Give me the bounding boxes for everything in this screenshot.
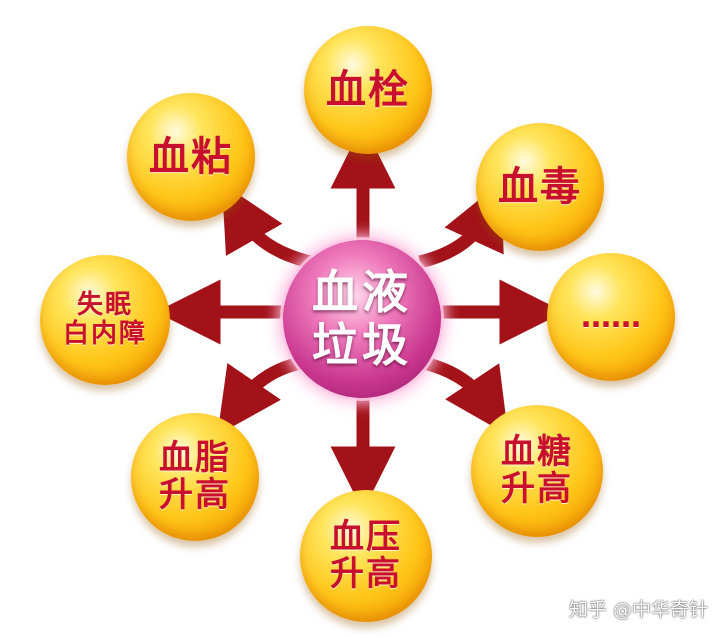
node-more: …… xyxy=(547,253,675,381)
center-line2: 垃圾 xyxy=(312,318,412,372)
center-line1: 血液 xyxy=(312,265,412,320)
node-insomnia-label: 失眠 xyxy=(76,290,133,321)
node-blood-viscosity: 血粘 xyxy=(127,93,255,221)
node-blood-clot: 血栓 xyxy=(304,26,432,154)
watermark: 知乎 @中华奇针 xyxy=(568,599,708,621)
node-blood-pressure-rise-label: 升高 xyxy=(330,554,402,594)
arrow-to-bottom-right xyxy=(418,355,509,436)
node-insomnia-cataract: 失眠 白内障 xyxy=(40,255,170,385)
arrow-to-bottom-left xyxy=(217,355,307,436)
node-blood-clot-label: 血栓 xyxy=(326,67,410,113)
arrow-to-top-right xyxy=(418,181,504,269)
node-blood-pressure-rise: 血压 升高 xyxy=(300,490,432,622)
center-blood-waste: 血液 垃圾 xyxy=(283,240,441,398)
node-blood-sugar-label: 血糖 xyxy=(501,431,573,472)
node-blood-lipid-rise: 血脂 升高 xyxy=(131,413,259,541)
node-blood-viscosity-label: 血粘 xyxy=(149,134,233,180)
node-blood-toxin: 血毒 xyxy=(476,123,604,251)
node-cataract-label: 白内障 xyxy=(62,319,147,349)
node-more-label: …… xyxy=(581,299,641,335)
node-blood-toxin-label: 血毒 xyxy=(498,164,582,210)
node-blood-pressure-label: 血压 xyxy=(330,516,402,557)
arrow-to-top-left xyxy=(221,183,312,269)
node-blood-lipid-label: 血脂 xyxy=(159,437,231,478)
node-blood-sugar-rise-label: 升高 xyxy=(501,469,573,509)
node-blood-lipid-rise-label: 升高 xyxy=(159,475,231,515)
node-blood-sugar-rise: 血糖 升高 xyxy=(471,405,603,537)
